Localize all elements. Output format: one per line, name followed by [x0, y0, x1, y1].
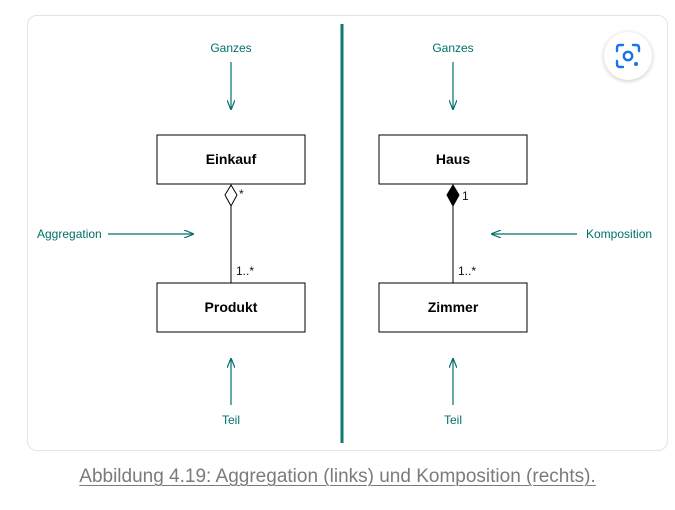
right-bottom-label: Teil [444, 413, 462, 427]
left-part-multiplicity: 1..* [236, 264, 254, 278]
class-box-haus [378, 134, 528, 185]
right-top-label: Ganzes [432, 41, 473, 55]
class-box-produkt [156, 282, 306, 333]
right-part-multiplicity: 1..* [458, 264, 476, 278]
figure-card [27, 15, 668, 451]
aggregation-label: Aggregation [37, 227, 102, 241]
aggregation-hollow-diamond [224, 184, 238, 208]
uml-diagram: Ganzes Einkauf * 1..* Aggregation Produk… [37, 24, 652, 443]
class-name-produkt: Produkt [205, 299, 258, 315]
figure-caption[interactable]: Abbildung 4.19: Aggregation (links) und … [79, 466, 596, 487]
class-name-zimmer: Zimmer [428, 299, 479, 315]
class-name-einkauf: Einkauf [206, 151, 257, 167]
class-box-zimmer [378, 282, 528, 333]
class-box-einkauf [156, 134, 306, 185]
composition-label: Komposition [586, 227, 652, 241]
left-bottom-label: Teil [222, 413, 240, 427]
left-whole-multiplicity: * [239, 187, 244, 201]
left-top-label: Ganzes [210, 41, 251, 55]
google-lens-icon [615, 43, 641, 69]
right-whole-multiplicity: 1 [462, 189, 469, 203]
composition-filled-diamond [446, 184, 460, 208]
class-name-haus: Haus [436, 151, 470, 167]
google-lens-button[interactable] [604, 32, 652, 80]
